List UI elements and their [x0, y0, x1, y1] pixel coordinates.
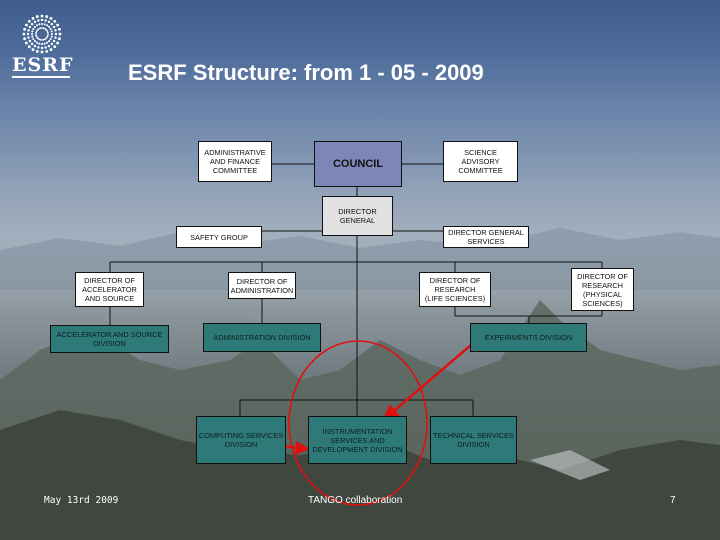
safety-group-box: SAFETY GROUP	[176, 226, 262, 248]
slide-title: ESRF Structure: from 1 - 05 - 2009	[128, 60, 484, 85]
instrumentation-division-box: INSTRUMENTATION SERVICES AND DEVELOPMENT…	[308, 416, 407, 464]
director-administration-box: DIRECTOR OF ADMINISTRATION	[228, 272, 296, 299]
page-number: 7	[670, 495, 676, 506]
director-accelerator-box: DIRECTOR OF ACCELERATOR AND SOURCE	[75, 272, 144, 307]
footer-center-text: TANGO collaboration	[308, 495, 403, 506]
council-box: COUNCIL	[314, 141, 402, 187]
director-general-box: DIRECTOR GENERAL	[322, 196, 393, 236]
left-arrow-head	[295, 441, 310, 455]
director-research-life-box: DIRECTOR OF RESEARCH (LIFE SCIENCES)	[419, 272, 491, 307]
computing-division-box: COMPUTING SERVICES DIVISION	[196, 416, 286, 464]
esrf-logo-icon	[22, 14, 62, 54]
footer-date: May 13rd 2009	[44, 495, 119, 506]
experiments-division-box: EXPERIMENTS DIVISION	[470, 323, 587, 352]
admin-finance-committee-box: ADMINISTRATIVE AND FINANCE COMMITTEE	[198, 141, 272, 182]
dg-services-box: DIRECTOR GENERAL SERVICES	[443, 226, 529, 248]
logo-underline	[12, 76, 70, 78]
accelerator-division-box: ACCELERATOR AND SOURCE DIVISION	[50, 325, 169, 353]
logo-text: ESRF	[12, 54, 74, 76]
administration-division-box: ADMINISTRATION DIVISION	[203, 323, 321, 352]
science-advisory-committee-box: SCIENCE ADVISORY COMMITTEE	[443, 141, 518, 182]
technical-division-box: TECHNICAL SERVICES DIVISION	[430, 416, 517, 464]
director-research-physical-box: DIRECTOR OF RESEARCH (PHYSICAL SCIENCES)	[571, 268, 634, 311]
highlight-ellipse	[288, 340, 428, 506]
